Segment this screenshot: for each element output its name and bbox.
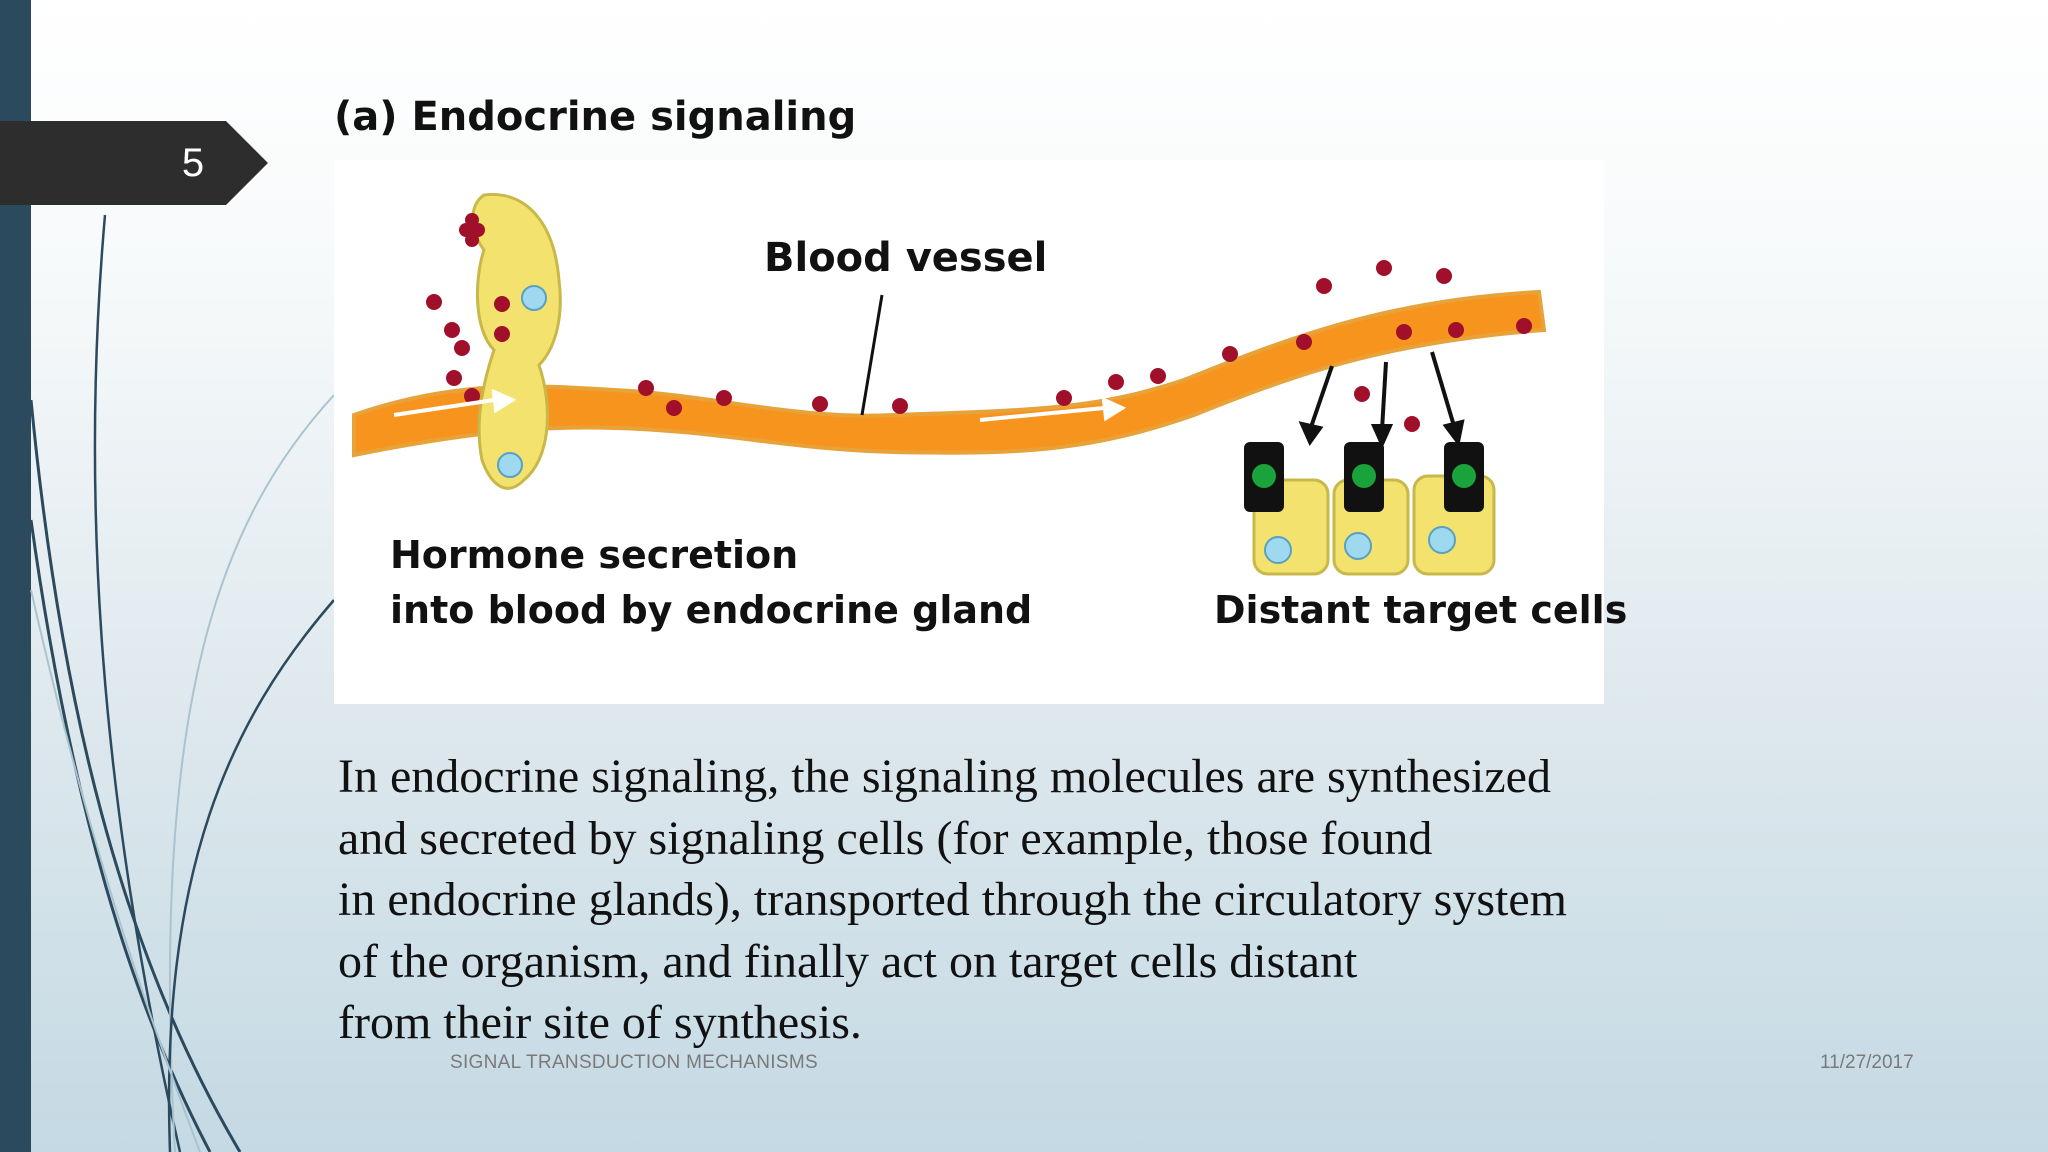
body-line: of the organism, and finally act on targ… [338, 934, 1358, 988]
blood-vessel-label: Blood vessel [764, 235, 1048, 281]
body-paragraph: In endocrine signaling, the signaling mo… [338, 746, 1718, 1054]
hormone-secretion-label-line1: Hormone secretion [390, 533, 799, 577]
figure-title: (a) Endocrine signaling [334, 94, 857, 140]
body-line: in endocrine glands), transported throug… [338, 873, 1567, 926]
body-line: from their site of synthesis. [338, 996, 862, 1049]
body-line: In endocrine signaling, the signaling mo… [338, 750, 1551, 803]
target-cells-label: Distant target cells [1214, 588, 1628, 632]
endocrine-gland [471, 192, 562, 490]
endocrine-signaling-figure: (a) Endocrine signaling Blood vessel Hor… [334, 80, 1627, 704]
slide-number-tab: 5 [0, 121, 268, 205]
figure-illustration [334, 160, 1604, 704]
slide-number: 5 [181, 141, 205, 185]
footer-text: SIGNAL TRANSDUCTION MECHANISMS [450, 1052, 818, 1073]
footer-date: 11/27/2017 [1820, 1052, 1914, 1073]
tab-shape [0, 121, 268, 205]
body-line: and secreted by signaling cells (for exa… [338, 811, 1433, 865]
hormone-secretion-label-line2: into blood by endocrine gland [390, 588, 1033, 632]
decorative-curves [29, 214, 335, 1152]
